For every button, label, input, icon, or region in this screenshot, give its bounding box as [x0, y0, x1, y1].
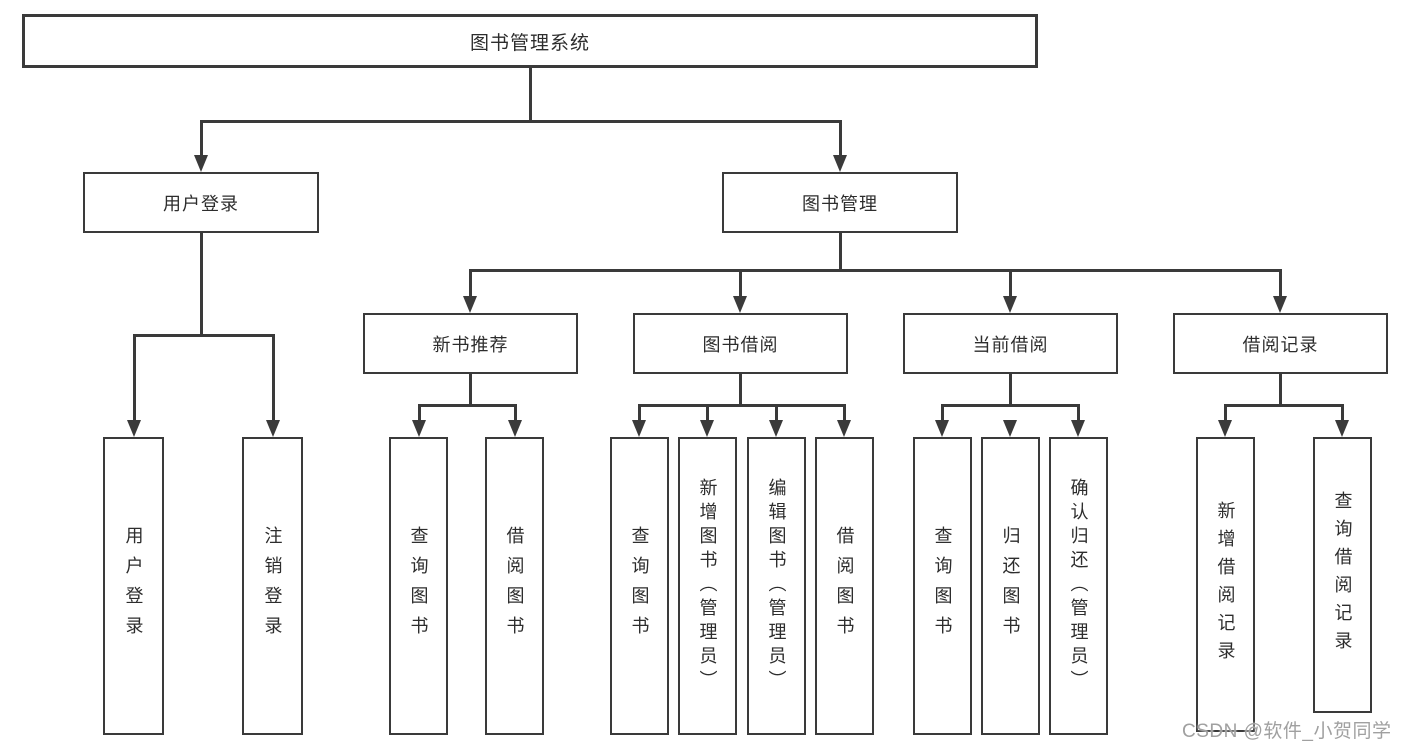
connector-line — [133, 334, 273, 337]
arrow-down-icon — [1003, 420, 1017, 437]
connector-line — [469, 269, 472, 299]
leaf-query-books-3: 查询图书 — [913, 437, 972, 735]
node-user-login: 用户登录 — [83, 172, 319, 233]
leaf-query-borrow-record-label: 查询借阅记录 — [1332, 491, 1353, 659]
arrow-down-icon — [1218, 420, 1232, 437]
connector-line — [1224, 404, 1227, 424]
leaf-query-books-2-label: 查询图书 — [629, 526, 650, 646]
node-new-book-recommend: 新书推荐 — [363, 313, 578, 374]
leaf-logout: 注销登录 — [242, 437, 303, 735]
arrow-down-icon — [412, 420, 426, 437]
connector-line — [739, 269, 742, 299]
node-root-label: 图书管理系统 — [469, 32, 590, 54]
leaf-add-borrow-record: 新增借阅记录 — [1196, 437, 1255, 732]
connector-line — [514, 404, 517, 424]
csdn-watermark: CSDN @软件_小贺同学 — [1182, 721, 1392, 742]
node-new-book-recommend-label: 新书推荐 — [432, 334, 509, 355]
connector-line — [1009, 374, 1012, 406]
arrow-down-icon — [266, 420, 280, 437]
arrow-down-icon — [1273, 296, 1287, 313]
arrow-down-icon — [733, 296, 747, 313]
connector-line — [133, 334, 136, 423]
leaf-confirm-return-admin-label: 确认归还（管理员） — [1068, 478, 1089, 694]
leaf-borrow-books-1-label: 借阅图书 — [504, 526, 525, 646]
leaf-borrow-books-2-label: 借阅图书 — [834, 526, 855, 646]
node-borrow-records-label: 借阅记录 — [1242, 334, 1319, 355]
node-current-borrow-label: 当前借阅 — [972, 334, 1049, 355]
connector-line — [638, 404, 641, 424]
connector-line — [1224, 404, 1343, 407]
node-current-borrow: 当前借阅 — [903, 313, 1118, 374]
arrow-down-icon — [508, 420, 522, 437]
arrow-down-icon — [127, 420, 141, 437]
leaf-borrow-books-2: 借阅图书 — [815, 437, 874, 735]
leaf-logout-label: 注销登录 — [262, 526, 283, 646]
connector-line — [469, 374, 472, 406]
node-book-management: 图书管理 — [722, 172, 958, 233]
connector-line — [839, 120, 842, 158]
connector-line — [469, 269, 1281, 272]
connector-line — [638, 404, 845, 407]
node-user-login-label: 用户登录 — [163, 193, 239, 214]
leaf-edit-books-admin: 编辑图书（管理员） — [747, 437, 806, 735]
connector-line — [706, 404, 709, 424]
leaf-add-books-admin-label: 新增图书（管理员） — [697, 478, 718, 694]
connector-line — [1077, 404, 1080, 424]
connector-line — [200, 120, 203, 158]
arrow-down-icon — [463, 296, 477, 313]
connector-line — [775, 404, 778, 424]
connector-line — [1279, 374, 1282, 406]
leaf-user-login: 用户登录 — [103, 437, 164, 735]
leaf-query-borrow-record: 查询借阅记录 — [1313, 437, 1372, 713]
leaf-return-books: 归还图书 — [981, 437, 1040, 735]
arrow-down-icon — [194, 155, 208, 172]
leaf-edit-books-admin-label: 编辑图书（管理员） — [766, 478, 787, 694]
node-book-management-label: 图书管理 — [802, 193, 878, 214]
leaf-query-books-3-label: 查询图书 — [932, 526, 953, 646]
connector-line — [200, 233, 203, 336]
connector-line — [529, 68, 532, 122]
connector-line — [200, 120, 840, 123]
arrow-down-icon — [1335, 420, 1349, 437]
arrow-down-icon — [700, 420, 714, 437]
leaf-borrow-books-1: 借阅图书 — [485, 437, 544, 735]
node-borrow-records: 借阅记录 — [1173, 313, 1388, 374]
connector-line — [1279, 269, 1282, 299]
node-book-borrow-label: 图书借阅 — [702, 334, 779, 355]
leaf-query-books-1-label: 查询图书 — [408, 526, 429, 646]
leaf-return-books-label: 归还图书 — [1000, 526, 1021, 646]
connector-line — [1009, 269, 1012, 299]
arrow-down-icon — [632, 420, 646, 437]
leaf-query-books-1: 查询图书 — [389, 437, 448, 735]
connector-line — [839, 233, 842, 271]
connector-line — [843, 404, 846, 424]
connector-line — [1341, 404, 1344, 424]
node-root: 图书管理系统 — [22, 14, 1038, 68]
arrow-down-icon — [935, 420, 949, 437]
connector-line — [418, 404, 421, 424]
connector-line — [941, 404, 944, 424]
leaf-confirm-return-admin: 确认归还（管理员） — [1049, 437, 1108, 735]
leaf-add-books-admin: 新增图书（管理员） — [678, 437, 737, 735]
connector-line — [941, 404, 1079, 407]
node-book-borrow: 图书借阅 — [633, 313, 848, 374]
leaf-user-login-label: 用户登录 — [123, 526, 144, 646]
arrow-down-icon — [1003, 296, 1017, 313]
connector-line — [418, 404, 516, 407]
leaf-query-books-2: 查询图书 — [610, 437, 669, 735]
leaf-add-borrow-record-label: 新增借阅记录 — [1215, 500, 1236, 669]
arrow-down-icon — [769, 420, 783, 437]
arrow-down-icon — [1071, 420, 1085, 437]
connector-line — [272, 334, 275, 423]
arrow-down-icon — [837, 420, 851, 437]
arrow-down-icon — [833, 155, 847, 172]
connector-line — [739, 374, 742, 406]
